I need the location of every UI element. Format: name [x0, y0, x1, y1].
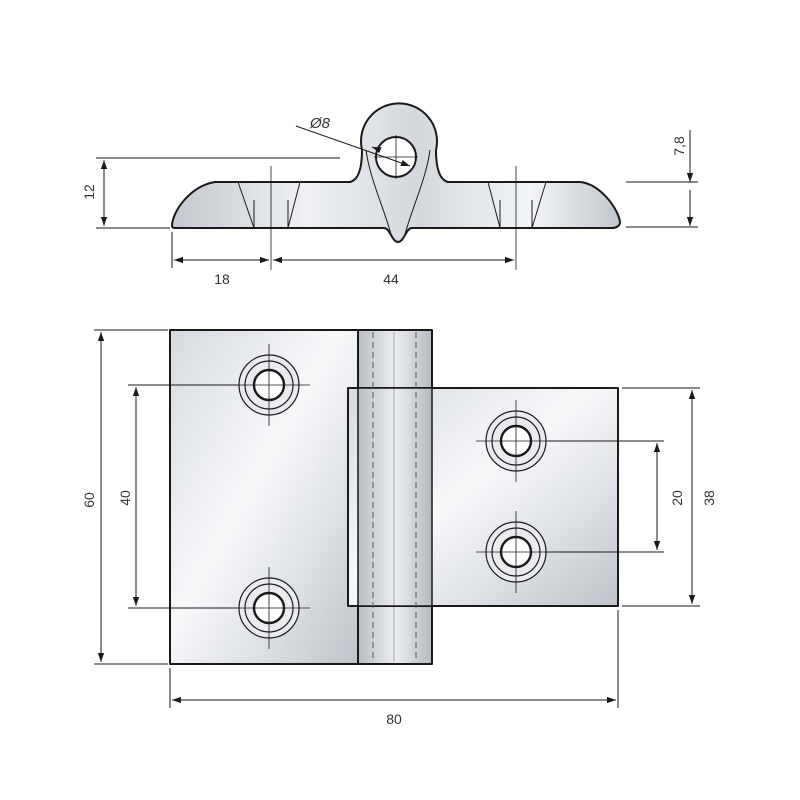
- right-leaf-height-label: 38: [701, 490, 717, 506]
- overall-width-label: 80: [386, 711, 402, 727]
- knuckle-teardrop: [365, 149, 431, 239]
- left-segment-label: 18: [214, 271, 230, 287]
- right-bottom-hole: [476, 511, 558, 593]
- diameter-leader: [295, 125, 411, 167]
- left-bottom-hole: [228, 567, 310, 649]
- knuckle-lower: [357, 605, 433, 665]
- middle-segment-label: 44: [383, 271, 399, 287]
- left-hole-spacing-label: 40: [117, 490, 133, 506]
- thickness-label: 7,8: [671, 136, 687, 156]
- left-top-hole: [228, 344, 310, 426]
- right-leaf-inner-knuckle: [357, 387, 433, 607]
- right-top-hole: [476, 400, 558, 482]
- overall-height-label: 60: [81, 492, 97, 508]
- side-view: Ø8 12 7,8 18 44: [81, 102, 698, 287]
- right-hole-spacing-label: 20: [669, 490, 685, 506]
- diameter-label: Ø8: [309, 115, 331, 132]
- knuckle-upper: [357, 329, 433, 389]
- height-label: 12: [81, 184, 97, 200]
- front-view: 60 40 20 38 80: [81, 329, 717, 727]
